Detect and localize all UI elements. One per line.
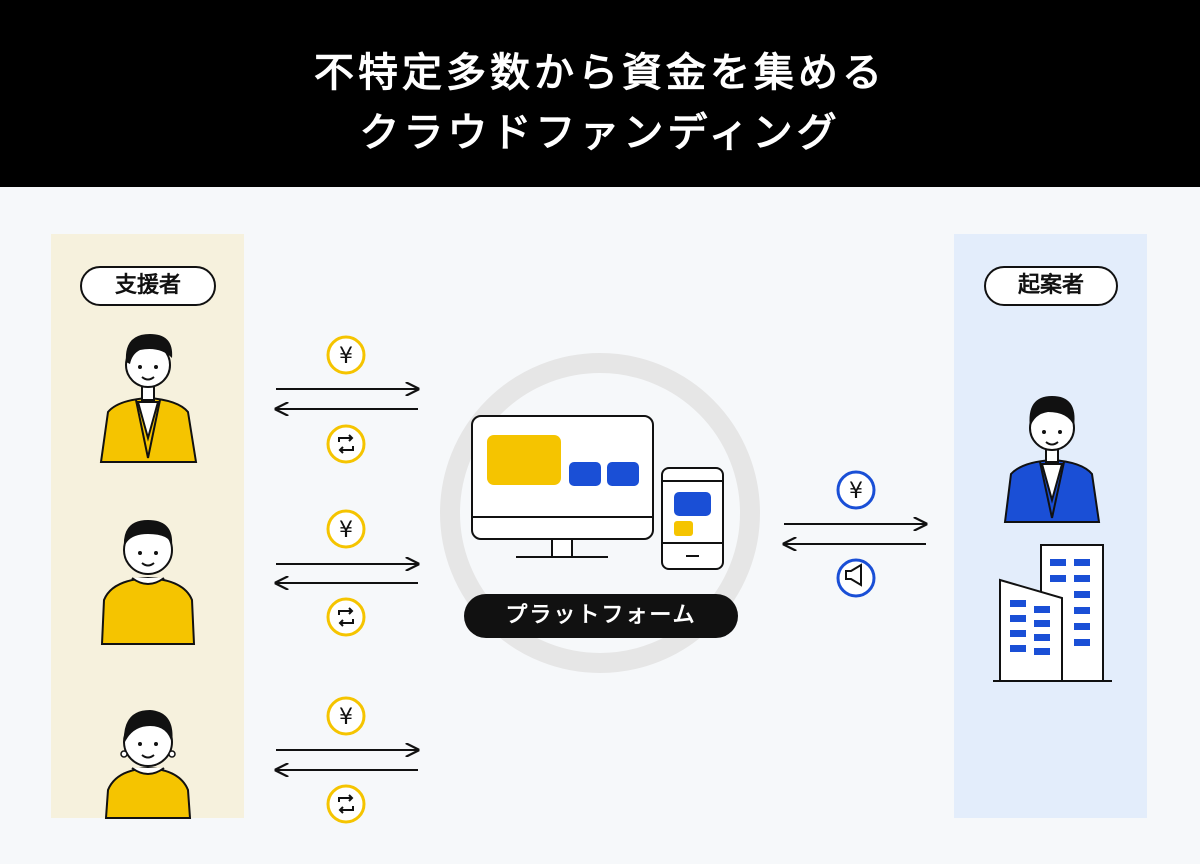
supporter-2-figure	[100, 520, 196, 645]
flow-row-1: ¥	[276, 335, 418, 464]
yen-coin-icon	[836, 470, 876, 510]
supporter-3-figure	[104, 710, 192, 819]
monitor-icon	[471, 415, 654, 558]
smartphone-icon	[661, 467, 724, 570]
yen-symbol: ¥	[339, 518, 353, 543]
flow-row-3: ¥	[276, 696, 418, 824]
founder-figure	[1003, 396, 1101, 523]
platform-label: プラットフォーム	[464, 594, 738, 638]
title-line-2: クラウドファンディング	[359, 110, 841, 156]
founder-flow: ¥	[784, 470, 926, 598]
reward-cycle-icon	[326, 597, 366, 637]
megaphone-icon	[836, 558, 876, 598]
yen-coin-icon	[326, 335, 366, 375]
reward-cycle-icon	[326, 784, 366, 824]
yen-symbol: ¥	[339, 344, 353, 369]
flow-row-2: ¥	[276, 509, 418, 637]
yen-symbol: ¥	[849, 479, 863, 504]
yen-coin-icon	[326, 509, 366, 549]
title-line-1: 不特定多数から資金を集める	[314, 50, 886, 96]
supporters-label: 支援者	[80, 266, 216, 306]
yen-symbol: ¥	[339, 705, 353, 730]
reward-cycle-icon	[326, 424, 366, 464]
company-building-icon	[993, 544, 1112, 682]
supporter-1-figure	[99, 334, 198, 463]
founder-label: 起案者	[984, 266, 1118, 306]
founders-column	[954, 234, 1147, 818]
yen-coin-icon	[326, 696, 366, 736]
header-banner: 不特定多数から資金を集める クラウドファンディング	[0, 0, 1200, 187]
